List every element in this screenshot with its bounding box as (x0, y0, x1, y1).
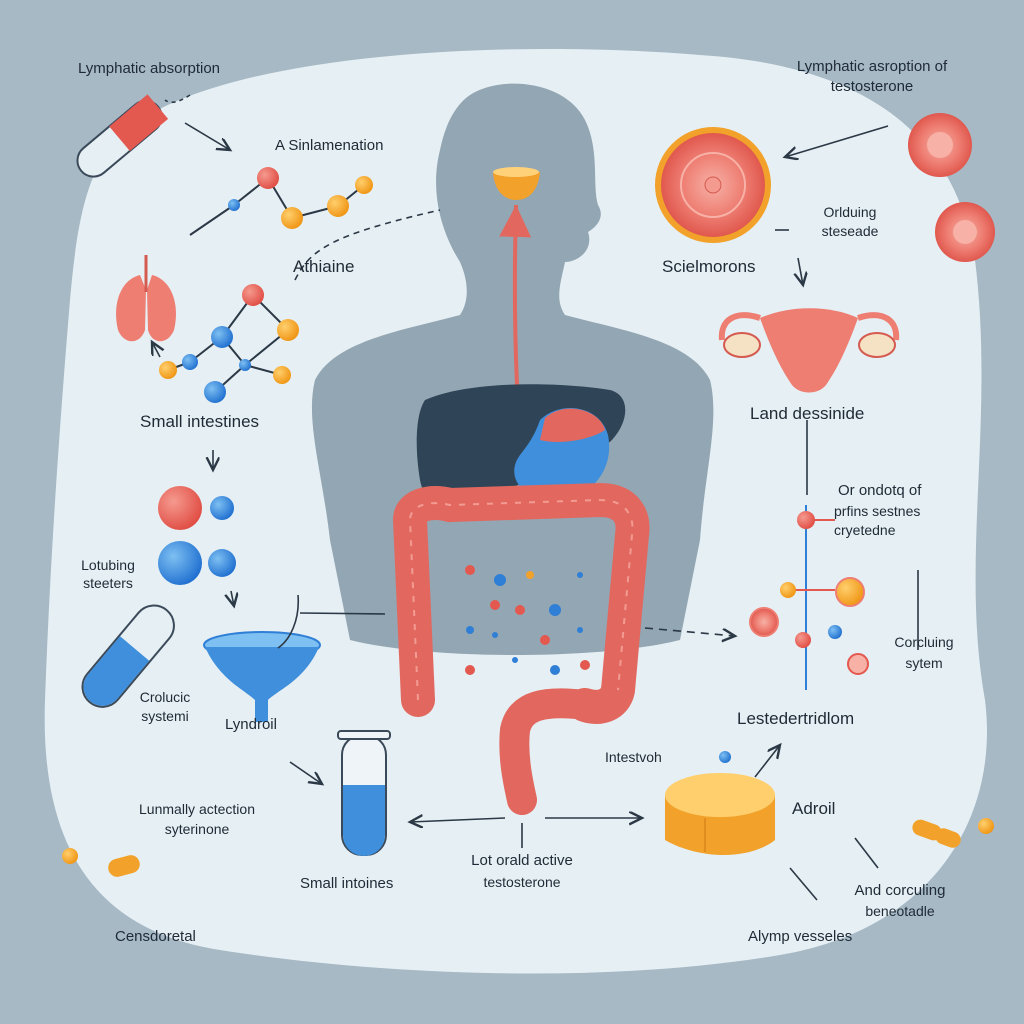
label-lunmally-actection: Lunmally actection (139, 800, 255, 818)
label-testosterone-top: testosterone (831, 78, 914, 96)
label-steeters: steeters (83, 574, 133, 592)
label-land-dessinide: Land dessinide (750, 405, 864, 423)
test-tube-upright-icon (338, 731, 390, 856)
label-scielmorons: Scielmorons (662, 258, 756, 276)
label-adroil: Adroil (792, 800, 835, 818)
label-beneotadle: beneotadle (865, 902, 934, 920)
blood-cell-lower (935, 202, 995, 262)
label-lymphatic-absorption: Lymphatic absorption (78, 60, 220, 78)
label-censdoretal: Censdoretal (115, 928, 196, 946)
label-a-sinlamenation: A Sinlamenation (275, 137, 383, 155)
label-and-corculing: And corculing (855, 882, 946, 900)
orange-block-icon (665, 773, 775, 855)
label-lot-orald-active: Lot orald active (471, 852, 573, 870)
esophagus-line (515, 205, 517, 385)
cell-large (655, 127, 771, 243)
label-testosterone-bottom: testosterone (483, 873, 560, 891)
label-or-ondotq-of: Or ondotq of (838, 482, 921, 500)
label-small-intestines-left: Small intestines (140, 413, 259, 431)
label-prfins-sestnes: prfins sestnes (834, 502, 920, 520)
label-lyndroil: Lyndroil (225, 716, 277, 734)
label-syterinone: syterinone (165, 820, 230, 838)
label-athiaine: Athiaine (293, 258, 354, 276)
label-cryetedne: cryetedne (834, 521, 895, 539)
label-orlduing: Orlduing (824, 203, 877, 221)
label-alymp-vesseles: Alymp vesseles (748, 928, 852, 946)
label-intestvoh: Intestvoh (605, 748, 662, 766)
label-corcluing: Corcluing (894, 633, 953, 651)
label-crolucic: Crolucic (140, 688, 191, 706)
label-sytem: sytem (905, 654, 942, 672)
label-steseade: steseade (822, 222, 879, 240)
label-lestedertridlom: Lestedertridlom (737, 710, 854, 728)
label-lymphatic-absorption-of: Lymphatic asroption of (797, 58, 947, 76)
label-small-intoines-bottom: Small intoines (300, 875, 393, 893)
label-lotubing: Lotubing (81, 556, 135, 574)
label-systemi: systemi (141, 707, 188, 725)
blood-cell-upper (908, 113, 972, 177)
